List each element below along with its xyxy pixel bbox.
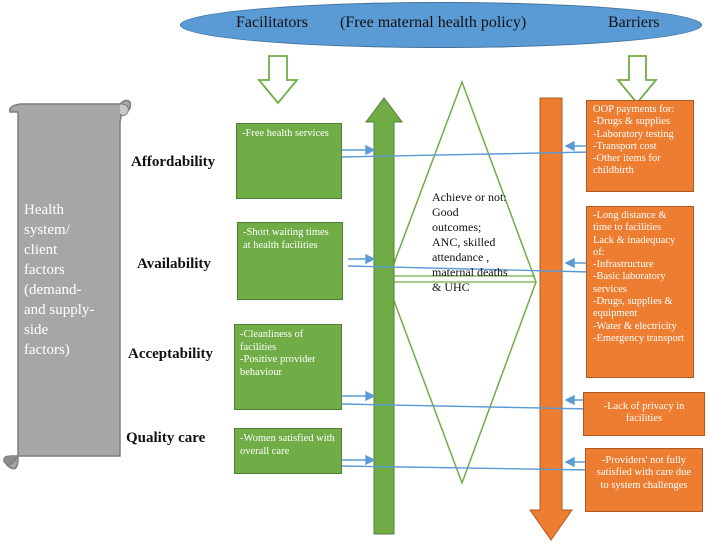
- facilitator-box-quality-care: -Women satisfied with overall care: [234, 428, 342, 474]
- side-panel-scroll: [3, 99, 132, 470]
- outcome-text: Achieve or not: Good outcomes; ANC, skil…: [432, 190, 508, 294]
- barrier-box-affordability: OOP payments for: -Drugs & supplies -Lab…: [586, 100, 694, 192]
- row-label-acceptability: Acceptability: [128, 346, 213, 362]
- facilitator-box-availability: -Short waiting times at health facilitie…: [237, 222, 343, 300]
- facilitator-box-affordability: -Free health services: [236, 123, 342, 199]
- header-barriers-label: Barriers: [608, 14, 660, 31]
- row-label-quality-care: Quality care: [126, 430, 206, 446]
- header-policy-label: (Free maternal health policy): [340, 14, 527, 31]
- row-label-affordability: Affordability: [131, 154, 216, 170]
- outcome-diamond: [386, 79, 537, 486]
- barrier-down-arrow: [616, 55, 658, 105]
- facilitator-down-arrow: [257, 55, 299, 105]
- row-label-availability: Availability: [137, 256, 211, 272]
- facilitator-up-arrow: [365, 97, 403, 535]
- connectors: [341, 140, 591, 471]
- header-ellipse: [180, 2, 702, 48]
- header-facilitators-label: Facilitators: [236, 14, 308, 31]
- facilitator-box-acceptability: -Cleanliness of facilities -Positive pro…: [234, 324, 342, 410]
- barrier-box-acceptability: -Lack of privacy in facilities: [583, 392, 705, 436]
- barrier-down-big-arrow: [529, 97, 573, 541]
- side-panel-text: Health system/ client factors (demand-an…: [24, 202, 95, 358]
- barrier-box-availability: -Long distance & time to facilities Lack…: [586, 206, 694, 378]
- barrier-box-quality-care: -Providers' not fully satisfied with car…: [585, 448, 703, 512]
